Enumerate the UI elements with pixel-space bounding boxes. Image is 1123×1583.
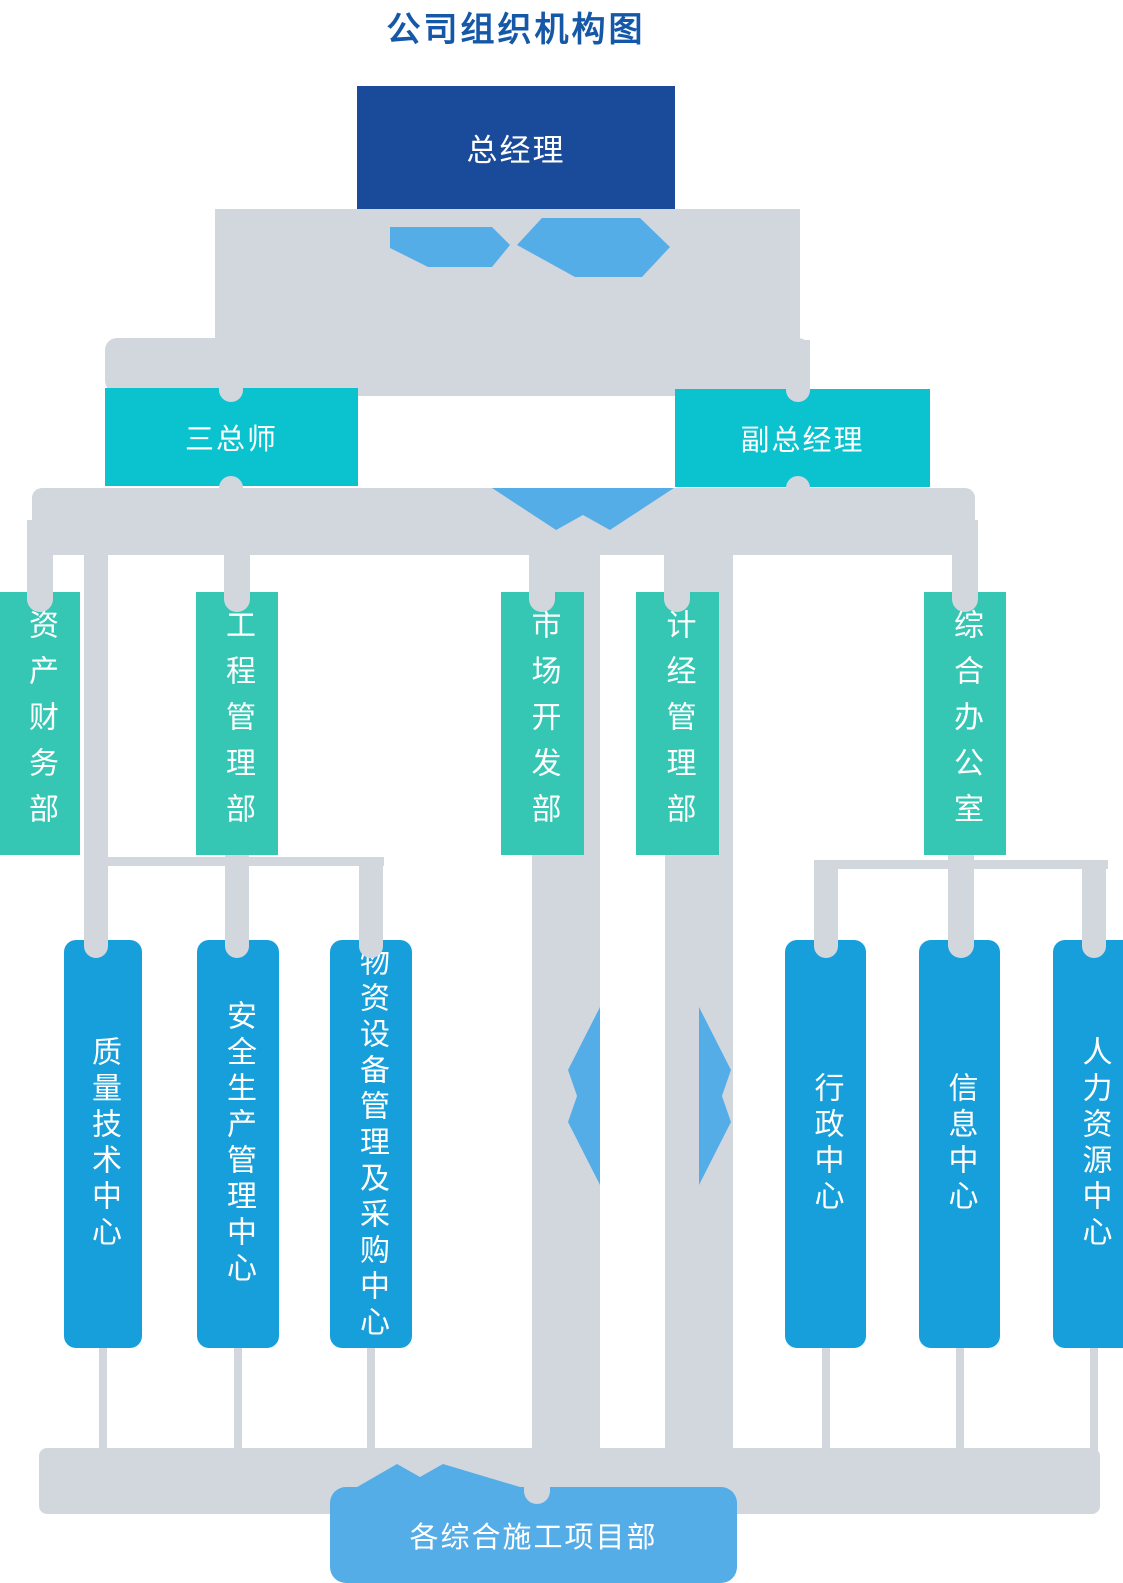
center-admin-label: 行政中心 xyxy=(809,1072,843,1216)
dept-engineering-label: 工程管理部 xyxy=(221,608,254,839)
center-info-box: 信息中心 xyxy=(919,940,1000,1348)
stub-into-planning xyxy=(664,520,690,612)
stub-into-engineering xyxy=(224,520,250,612)
connector-drop-admin xyxy=(822,1348,830,1452)
stub-into-finance xyxy=(27,520,53,612)
dept-market-box: 市场开发部 xyxy=(501,592,584,855)
center-quality-box: 质量技术中心 xyxy=(64,940,142,1348)
center-hr-box: 人力资源中心 xyxy=(1053,940,1123,1348)
stub-into-deputy-gm xyxy=(786,340,810,402)
dept-finance-box: 资产财务部 xyxy=(0,592,80,855)
connector-band-mid xyxy=(32,488,975,555)
center-admin-box: 行政中心 xyxy=(785,940,866,1348)
center-quality-label: 质量技术中心 xyxy=(87,1036,120,1252)
connector-drop-safety xyxy=(234,1348,242,1452)
stub-up-deputy-gm xyxy=(786,476,810,506)
stub-into-project-depts xyxy=(524,1478,550,1504)
stub-into-materials xyxy=(359,857,383,958)
dept-planning-box: 计经管理部 xyxy=(636,592,719,855)
dept-general-office-label: 综合办公室 xyxy=(949,608,982,839)
page-title: 公司组织机构图 xyxy=(386,11,646,49)
dept-engineering-box: 工程管理部 xyxy=(196,592,278,855)
center-materials-label: 物资设备管理及采购中心 xyxy=(355,946,388,1342)
deputy-gm-box: 副总经理 xyxy=(675,389,930,487)
connector-drop-quality xyxy=(99,1348,107,1452)
connector-long-left xyxy=(84,552,108,958)
connector-drop-hr xyxy=(1090,1348,1098,1452)
chief-engineers-box: 三总师 xyxy=(105,388,358,486)
connector-band-top-main xyxy=(215,209,800,340)
connector-drop-materials xyxy=(367,1348,375,1452)
stub-up-chief-engineers xyxy=(219,476,243,506)
stub-into-safety xyxy=(225,855,249,958)
center-info-label: 信息中心 xyxy=(943,1072,977,1216)
stub-into-admin xyxy=(814,860,838,958)
stub-into-hr xyxy=(1082,860,1106,958)
stub-into-info xyxy=(948,855,974,958)
center-safety-label: 安全生产管理中心 xyxy=(222,1000,255,1288)
center-hr-label: 人力资源中心 xyxy=(1077,1036,1111,1252)
stub-into-market xyxy=(529,520,555,612)
dept-general-office-box: 综合办公室 xyxy=(924,592,1006,855)
stub-into-chief-engineers xyxy=(219,340,243,402)
connector-drop-info xyxy=(956,1348,964,1452)
dept-finance-label: 资产财务部 xyxy=(24,608,57,839)
dept-market-label: 市场开发部 xyxy=(526,608,560,839)
center-safety-box: 安全生产管理中心 xyxy=(197,940,279,1348)
gm-box: 总经理 xyxy=(357,86,675,209)
dept-planning-label: 计经管理部 xyxy=(661,608,695,839)
stub-into-general-office xyxy=(952,520,978,612)
center-materials-box: 物资设备管理及采购中心 xyxy=(330,940,412,1348)
